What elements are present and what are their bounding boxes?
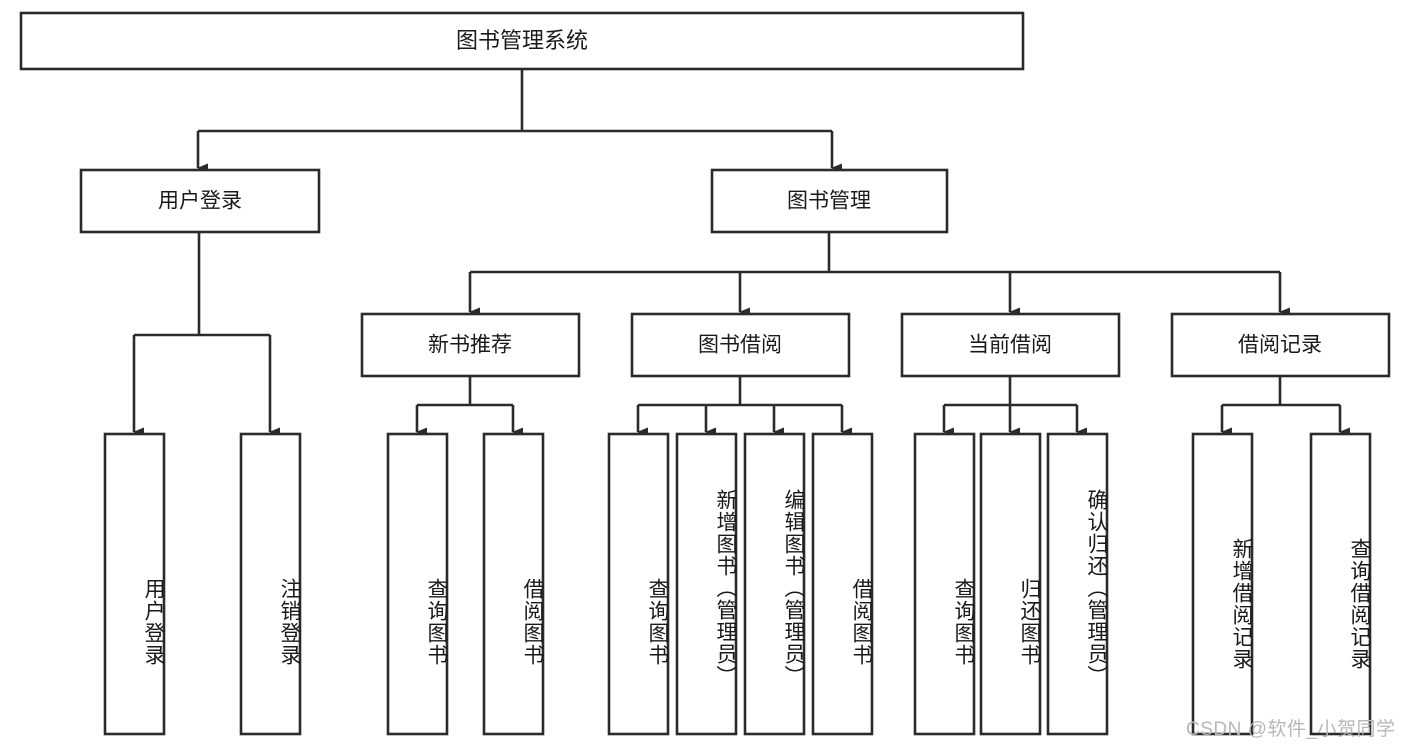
node-leaf-query-book-1[interactable] — [386, 432, 449, 736]
edge-group-borrow-record — [1220, 376, 1350, 437]
node-leaf-borrow-book-1[interactable] — [482, 432, 545, 736]
node-book-manage-label: 图书管理 — [787, 190, 871, 213]
edge-group-new-book-recommend — [415, 376, 523, 437]
node-leaf-confirm-return[interactable] — [1046, 432, 1109, 736]
node-new-book-recommend[interactable]: 新书推荐 — [360, 312, 581, 378]
watermark: CSDN @软件_小贺同学 — [1186, 719, 1396, 740]
node-user-login-label: 用户登录 — [158, 190, 242, 213]
edge-group-book-manage — [468, 233, 1290, 317]
node-leaf-borrow-book-2[interactable] — [811, 432, 874, 736]
node-new-book-recommend-label: 新书推荐 — [428, 334, 512, 357]
node-root-label: 图书管理系统 — [456, 28, 588, 53]
node-current-borrow-label: 当前借阅 — [968, 334, 1052, 357]
node-user-login[interactable]: 用户登录 — [79, 168, 321, 234]
node-leaf-return-book[interactable] — [979, 432, 1042, 736]
node-borrow-record-label: 借阅记录 — [1238, 334, 1322, 357]
node-current-borrow[interactable]: 当前借阅 — [900, 312, 1121, 378]
node-leaf-logout-login[interactable] — [239, 432, 302, 736]
node-book-borrow[interactable]: 图书借阅 — [630, 312, 851, 378]
edge-group-book-borrow — [636, 376, 852, 437]
edge-group-user-login — [132, 233, 280, 437]
node-leaf-query-record[interactable] — [1309, 432, 1372, 736]
node-root[interactable]: 图书管理系统 — [19, 11, 1025, 71]
node-leaf-edit-book[interactable] — [743, 432, 806, 736]
node-book-borrow-label: 图书借阅 — [698, 334, 782, 357]
node-leaf-add-record[interactable] — [1191, 432, 1254, 736]
node-leaf-user-login[interactable] — [103, 432, 166, 736]
node-book-manage[interactable]: 图书管理 — [710, 168, 949, 234]
node-borrow-record[interactable]: 借阅记录 — [1170, 312, 1391, 378]
edge-group-current-borrow — [942, 376, 1087, 437]
edge-group-root — [196, 70, 842, 173]
node-leaf-query-book-2[interactable] — [607, 432, 670, 736]
node-leaf-add-book[interactable] — [675, 432, 738, 736]
node-leaf-query-book-3[interactable] — [913, 432, 976, 736]
